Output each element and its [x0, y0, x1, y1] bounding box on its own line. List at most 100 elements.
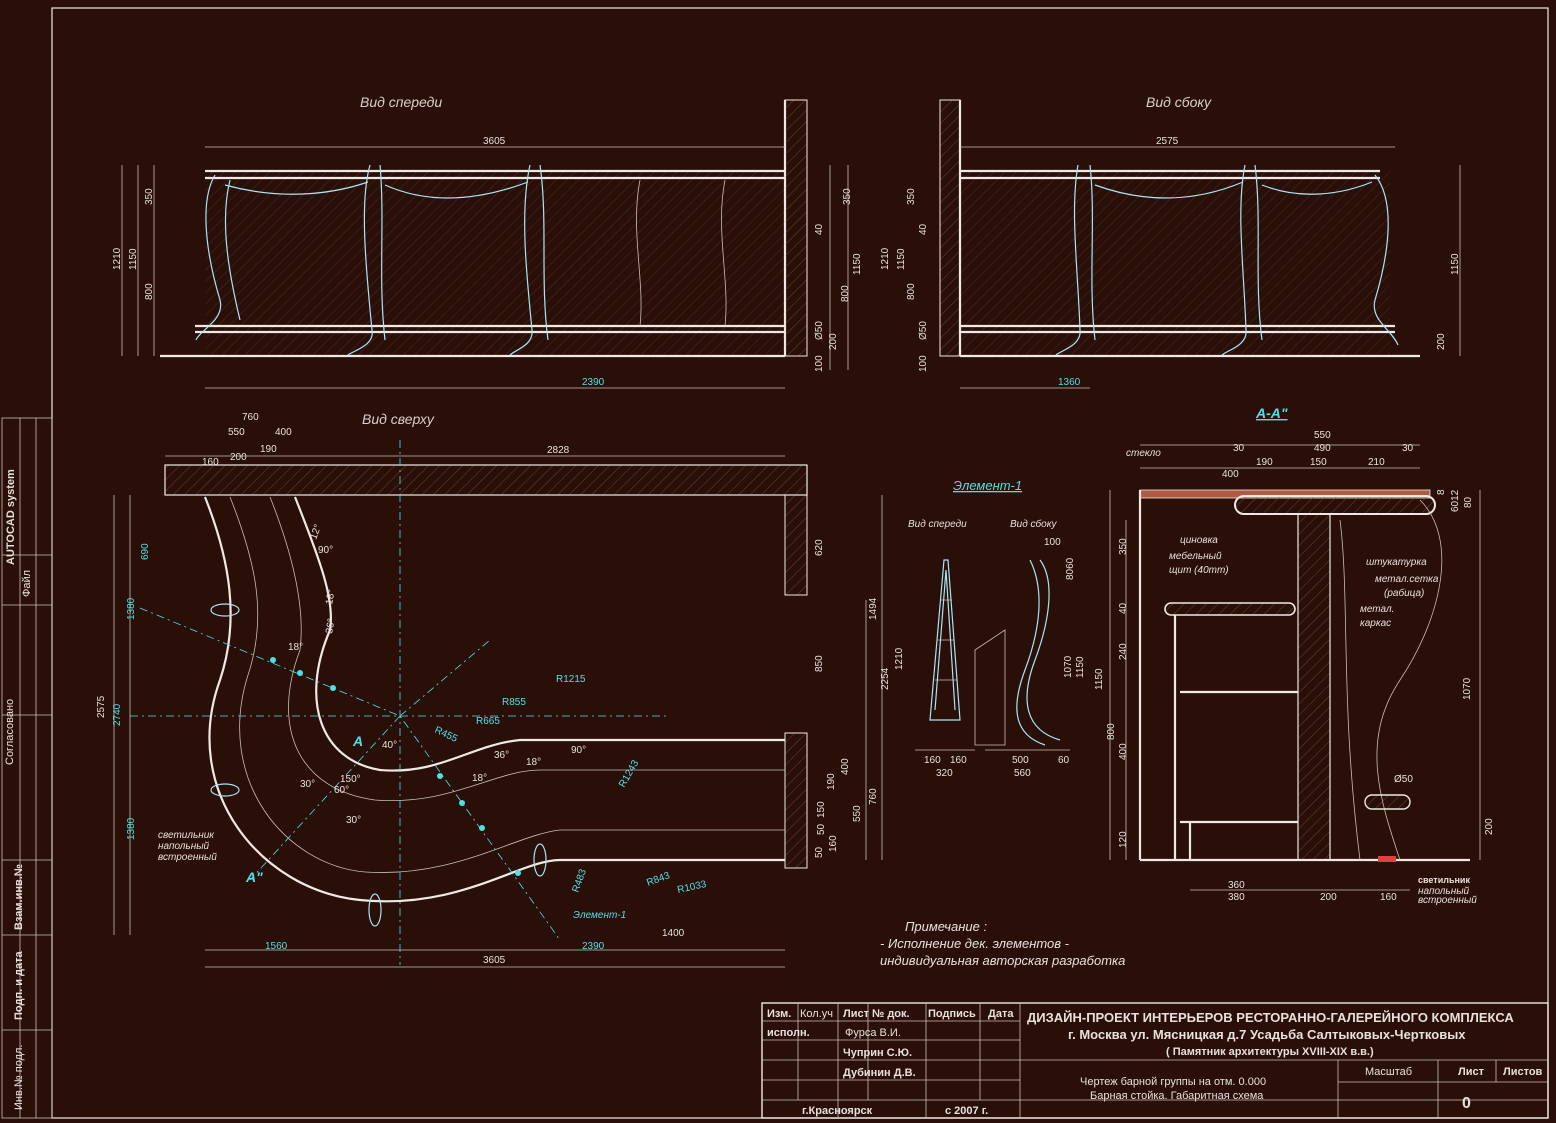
front-dim-800: 800	[144, 283, 155, 300]
top-angle-18c: 18°	[472, 773, 487, 784]
top-angle-36b: 36°	[494, 750, 509, 761]
side-dim-800: 800	[906, 283, 917, 300]
top-dim-3605: 3605	[483, 955, 506, 966]
tb-h-podp: Подпись	[928, 1008, 976, 1020]
section-dim-200: 200	[1484, 818, 1495, 835]
tb-year: с 2007 г.	[945, 1105, 988, 1117]
section-dim-8: 8	[1436, 489, 1447, 495]
top-angle-90a: 90°	[318, 545, 333, 556]
top-dim-50b: 50	[814, 846, 825, 858]
section-label-light3: встроенный	[1418, 895, 1477, 906]
top-dim-2740: 2740	[112, 703, 123, 726]
front-dim-r800: 800	[840, 285, 851, 302]
tb-city: г.Красноярск	[802, 1105, 873, 1117]
element-dim-1210: 1210	[894, 647, 905, 670]
top-angle-40: 40°	[382, 740, 397, 751]
section-label-mesh2: (рабица)	[1384, 587, 1424, 599]
section-dim-1070: 1070	[1462, 677, 1473, 700]
top-radius-855: R855	[502, 697, 526, 708]
stamp-autocad: AUTOCAD system	[5, 469, 17, 565]
top-angle-30b: 30°	[346, 815, 361, 826]
top-dim-760r: 760	[868, 788, 879, 805]
top-angle-18a: 18°	[324, 589, 337, 606]
top-angle-90b: 90°	[571, 745, 586, 756]
top-radius-843: R843	[645, 870, 672, 889]
tb-sheet-no: 0	[1462, 1095, 1471, 1112]
section-dim-200b: 200	[1320, 892, 1337, 903]
front-dim-r1150: 1150	[852, 253, 863, 275]
element-dim-320: 320	[936, 768, 953, 779]
tb-project-2: г. Москва ул. Мясницкая д.7 Усадьба Салт…	[1068, 1027, 1466, 1042]
section-dim-30a: 30	[1233, 443, 1245, 454]
front-dim-1150: 1150	[128, 248, 139, 270]
stamp-inv: Инв.№ подл.	[13, 1045, 25, 1110]
section-dim-400: 400	[1222, 469, 1239, 480]
front-dim-r200: 200	[828, 333, 839, 350]
element-dim-1150: 1150	[1075, 656, 1086, 678]
top-dim-2828: 2828	[547, 445, 570, 456]
top-radius-1215: R1215	[556, 674, 586, 685]
top-angle-36a: 36°	[324, 618, 337, 635]
element-dim-8060: 8060	[1065, 557, 1076, 580]
tb-role: исполн.	[767, 1027, 810, 1039]
side-view: Вид сбоку 2575 1360 1210 1150 800 350 40…	[880, 94, 1461, 389]
element-title: Элемент-1	[953, 478, 1022, 493]
top-dim-160r: 160	[828, 835, 839, 852]
top-dim-2390: 2390	[582, 941, 605, 952]
top-radius-483: R483	[570, 867, 589, 894]
side-dim-350: 350	[906, 188, 917, 205]
top-angle-18d: 18°	[526, 757, 541, 768]
top-dim-690: 690	[140, 543, 151, 560]
section-dim-490: 490	[1314, 443, 1331, 454]
section-dim-6012: 6012	[1450, 489, 1461, 512]
top-light-label-1: светильник	[158, 830, 215, 841]
section-label-mesh1: метал.сетка	[1375, 574, 1439, 585]
top-section-a: А	[352, 733, 363, 749]
tb-person-1: Фурса В.И.	[845, 1027, 901, 1039]
top-dim-2575: 2575	[96, 695, 107, 718]
section-label-light1: светильник	[1418, 875, 1470, 885]
element-dim-160b: 160	[950, 755, 967, 766]
section-dim-1150: 1150	[1094, 668, 1105, 690]
tb-drawing-1: Чертеж барной группы на отм. 0.000	[1080, 1076, 1266, 1088]
section-dim-120: 120	[1118, 831, 1129, 848]
tb-scale: Масштаб	[1365, 1066, 1412, 1078]
tb-sheet: Лист	[1458, 1066, 1485, 1078]
side-dim-1150: 1150	[896, 248, 907, 270]
top-dim-190r: 190	[826, 773, 837, 790]
section-dim-350: 350	[1118, 538, 1129, 555]
tb-h-izm: Изм.	[767, 1008, 791, 1020]
top-radius-455: R455	[433, 725, 460, 745]
note-line-1: - Исполнение дек. элементов -	[880, 936, 1070, 951]
tb-person-2: Чуприн С.Ю.	[843, 1047, 912, 1059]
front-dim-350: 350	[144, 188, 155, 205]
stamp-sign-date: Подп. и дата	[13, 950, 25, 1020]
top-dim-190: 190	[260, 444, 277, 455]
top-dim-550r: 550	[852, 805, 863, 822]
section-label-glass: стекло	[1126, 448, 1161, 459]
tb-project-1: ДИЗАЙН-ПРОЕКТ ИНТЕРЬЕРОВ РЕСТОРАННО-ГАЛЕ…	[1027, 1010, 1514, 1025]
section-dim-800: 800	[1106, 723, 1117, 740]
top-dim-50r: 50	[816, 823, 827, 835]
side-dim-40: 40	[918, 223, 929, 235]
section-dim-050: Ø50	[1394, 774, 1413, 785]
section-label-panel1: мебельный	[1169, 550, 1222, 562]
top-view-title: Вид сверху	[362, 411, 435, 427]
section-dim-380: 380	[1228, 892, 1245, 903]
tb-h-kol: Кол.уч	[800, 1008, 833, 1020]
top-dim-1494: 1494	[868, 597, 879, 620]
section-dim-150: 150	[1310, 457, 1327, 468]
element-dim-160a: 160	[924, 755, 941, 766]
section-a-a: А-А" 550 30 490 30 400 190 150 210 8 601…	[1094, 405, 1495, 906]
top-angle-60: 60°	[334, 785, 349, 796]
section-dim-30b: 30	[1402, 443, 1414, 454]
note-line-2: индивидуальная авторская разработка	[880, 953, 1125, 968]
element-dim-1070: 1070	[1063, 655, 1074, 678]
top-dim-400: 400	[275, 427, 292, 438]
top-element-ref: Элемент-1	[573, 910, 626, 921]
top-view: Вид сверху 760 550 400	[96, 411, 891, 968]
section-dim-40: 40	[1118, 602, 1129, 614]
side-dim-1210: 1210	[880, 247, 891, 270]
side-view-title: Вид сбоку	[1146, 94, 1212, 110]
